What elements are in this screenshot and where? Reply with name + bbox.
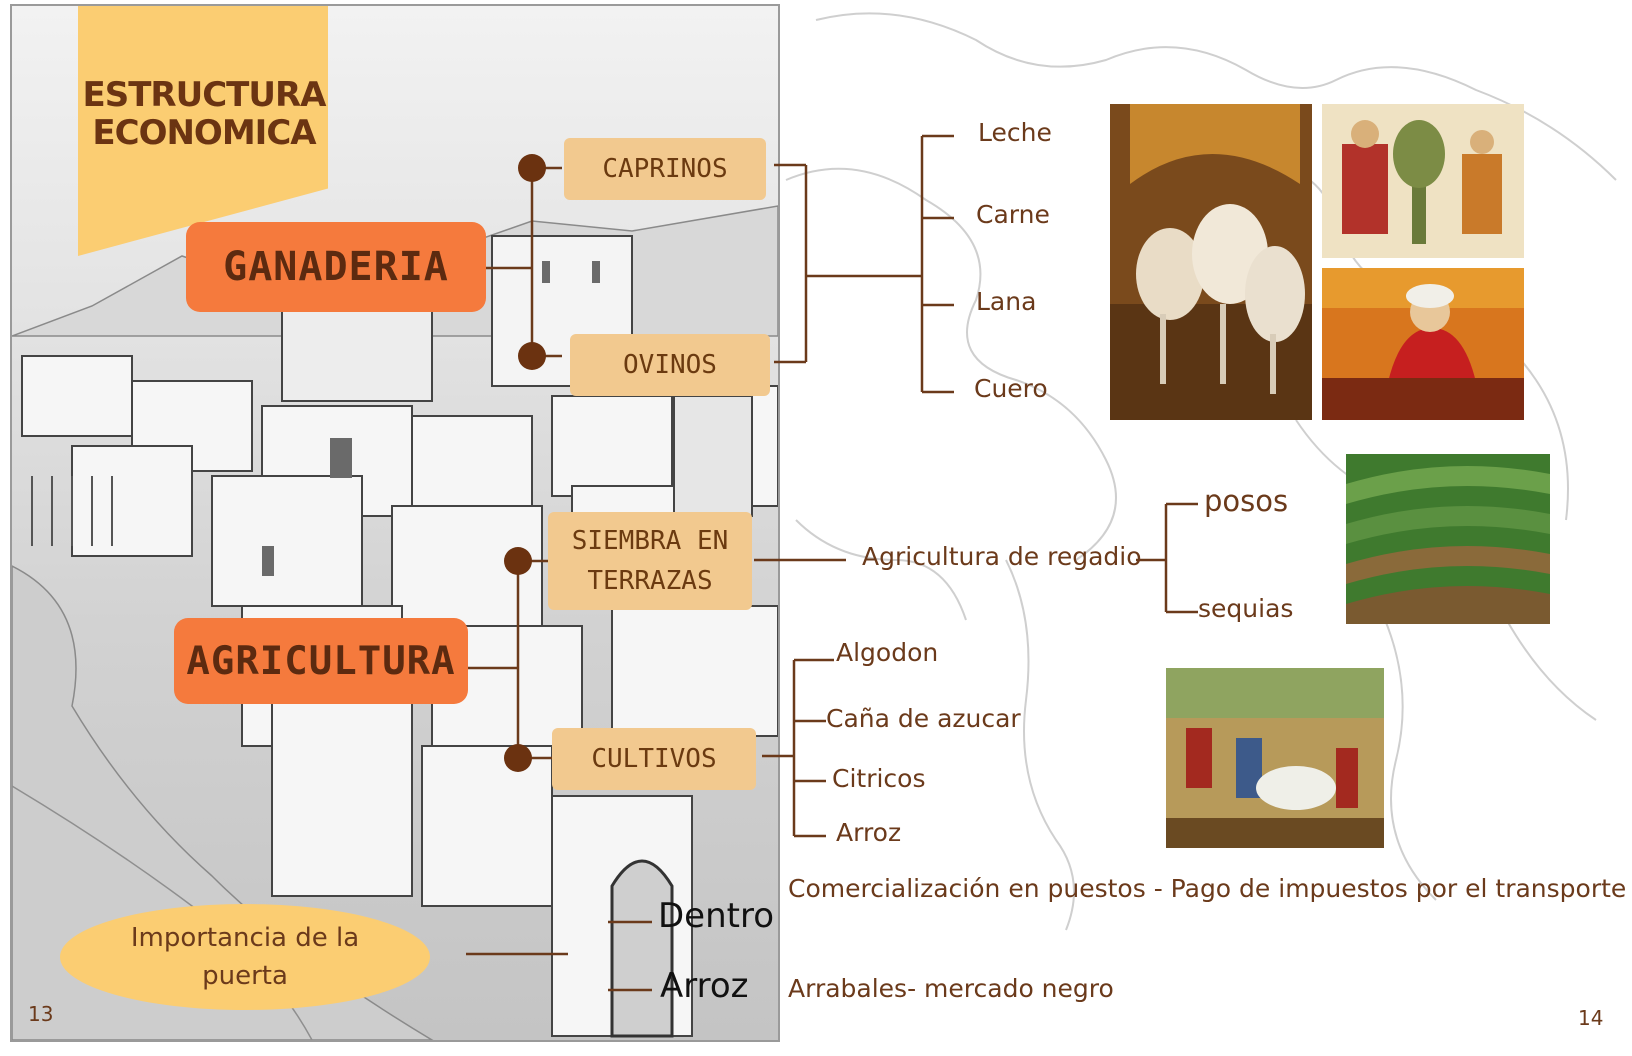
terraces-image: [1346, 454, 1550, 624]
sheep-image: [1110, 104, 1312, 420]
lana-label: Lana: [976, 287, 1037, 316]
cultivos-box: CULTIVOS: [552, 728, 756, 790]
connector-dot: [518, 342, 546, 370]
ganaderia-box: GANADERIA: [186, 222, 486, 312]
terraces-photo: [1346, 454, 1550, 624]
connector-dot: [518, 154, 546, 182]
left-page: ESTRUCTURA ECONOMICA GANADERIA AGRICULTU…: [10, 4, 780, 1042]
ovinos-label: OVINOS: [623, 350, 717, 380]
medieval-farming-image: [1166, 668, 1384, 848]
page-number-left: 13: [28, 1002, 54, 1026]
arroz-cultivo-label: Arroz: [836, 818, 902, 847]
ganaderia-label: GANADERIA: [223, 244, 449, 290]
dentro-label: Dentro: [658, 896, 775, 936]
puerta-label-line2: puerta: [202, 961, 288, 991]
cultivos-label: CULTIVOS: [591, 744, 717, 774]
manuscript-photo-1: [1322, 104, 1524, 258]
caprinos-label: CAPRINOS: [602, 154, 728, 184]
sheep-photo: [1110, 104, 1312, 420]
page-number-right: 14: [1578, 1006, 1604, 1030]
manuscript-image-1: [1322, 104, 1524, 258]
puerta-oval: Importancia de la puerta: [60, 904, 430, 1010]
arroz-detail: Arrabales- mercado negro: [788, 974, 1114, 1003]
page-title: ESTRUCTURA ECONOMICA: [82, 75, 327, 153]
arroz-puerta-label: Arroz: [660, 966, 749, 1006]
algodon-label: Algodon: [836, 638, 939, 667]
siembra-label-line1: SIEMBRA EN: [571, 526, 729, 556]
carne-label: Carne: [976, 200, 1050, 229]
agricultura-box: AGRICULTURA: [174, 618, 468, 704]
sequias-label: sequias: [1198, 594, 1294, 623]
leche-label: Leche: [978, 118, 1052, 147]
regadio-label: Agricultura de regadio: [862, 542, 1142, 571]
manuscript-image-2: [1322, 268, 1524, 420]
siembra-label-line2: TERRAZAS: [587, 566, 713, 596]
puerta-label-line1: Importancia de la: [130, 923, 360, 953]
citricos-label: Citricos: [832, 764, 926, 793]
posos-label: posos: [1204, 484, 1289, 518]
ovinos-box: OVINOS: [570, 334, 770, 396]
cuero-label: Cuero: [974, 374, 1048, 403]
cana-azucar-label: Caña de azucar: [826, 704, 1021, 733]
medieval-farming-photo: [1166, 668, 1384, 848]
dentro-detail: Comercialización en puestos - Pago de im…: [788, 874, 1627, 903]
siembra-terrazas-box: SIEMBRA EN TERRAZAS: [548, 512, 752, 610]
connector-dot: [504, 547, 532, 575]
manuscript-photo-2: [1322, 268, 1524, 420]
agricultura-label: AGRICULTURA: [186, 638, 456, 684]
connector-dot: [504, 744, 532, 772]
caprinos-box: CAPRINOS: [564, 138, 766, 200]
